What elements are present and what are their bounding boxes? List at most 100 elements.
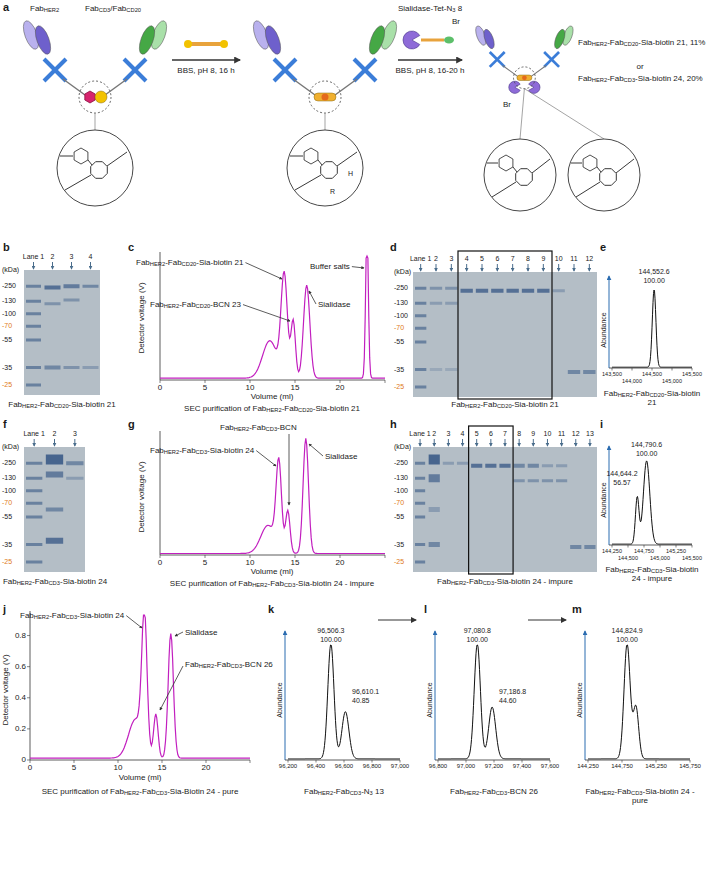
- axis: [160, 380, 385, 381]
- linker-icon: [314, 93, 336, 101]
- peak-mass: 144,824.9: [612, 627, 643, 635]
- bond: [318, 160, 322, 165]
- tick: [385, 555, 386, 558]
- protein-band: [45, 302, 61, 305]
- protein-band: [528, 479, 539, 482]
- atom-label: H: [348, 170, 353, 178]
- tick-label: 10: [114, 763, 123, 772]
- tick-label: 15: [291, 383, 300, 392]
- zoom-circle: [484, 139, 556, 211]
- panel-caption: SEC purification of FabHER2-FabCD3-Sia-b…: [157, 579, 387, 588]
- marker-band: [415, 386, 426, 389]
- axis: [435, 631, 436, 760]
- tick: [522, 760, 523, 763]
- lane-label: 13: [586, 430, 594, 438]
- chromatogram-trace: [160, 256, 385, 378]
- panel-caption: FabHER2-FabCD3-Sia-biotin 24 - impure: [600, 565, 704, 583]
- marker-band: [26, 339, 41, 342]
- lane-label: 7: [503, 430, 507, 438]
- tick-label: 97,000: [457, 763, 475, 770]
- protein-band: [64, 284, 80, 288]
- lane-arrow: [575, 439, 576, 446]
- bond: [597, 167, 601, 172]
- tick-label: 97,400: [513, 763, 531, 770]
- mw-marker: -250: [394, 459, 408, 467]
- tick: [632, 368, 633, 371]
- lane-arrow: [434, 439, 435, 446]
- axis: [160, 555, 385, 556]
- lane-label: 2: [53, 430, 57, 438]
- tick-label: 0.6: [15, 662, 26, 671]
- protein-band: [570, 545, 581, 549]
- zoom-circle: [57, 130, 133, 206]
- tick-label: 15: [291, 558, 300, 567]
- peak-label: FabHER2-FabCD3-BCN 26: [185, 660, 273, 669]
- protein-band: [556, 479, 567, 482]
- protein-band: [584, 545, 595, 549]
- tick: [344, 760, 345, 763]
- linker: [293, 79, 315, 95]
- protein-band: [514, 464, 525, 468]
- tick-label: 10: [246, 558, 255, 567]
- tick: [160, 380, 161, 383]
- protein-band: [46, 455, 63, 465]
- lane-label: 3: [446, 430, 450, 438]
- tick: [295, 555, 296, 558]
- lane-label: 11: [570, 255, 577, 263]
- tick-label: 15: [158, 763, 167, 772]
- step-arrow: [528, 619, 566, 620]
- tick: [588, 760, 589, 763]
- ring-structure: [516, 169, 533, 186]
- mw-marker: -100: [394, 487, 408, 495]
- panel-letter: h: [390, 418, 397, 431]
- glycan-hinge: [490, 52, 505, 67]
- fab-domain: [482, 28, 497, 50]
- peak-abundance: 100.00: [643, 277, 664, 285]
- protein-band: [46, 538, 63, 544]
- lane-label: Lane 1: [410, 255, 431, 263]
- marker-band: [415, 489, 425, 492]
- leader-arrow: [126, 616, 142, 628]
- mw-marker: -25: [394, 383, 404, 391]
- connector-word: or: [636, 62, 643, 71]
- marker-band: [415, 561, 425, 564]
- peak-abundance: 100.00: [636, 450, 657, 458]
- panel-caption: FabHER2-FabCD20-Sia-biotin 21: [600, 389, 704, 407]
- peak-mass: 97,080.8: [464, 627, 491, 635]
- lane-arrow: [436, 264, 437, 271]
- protein-band: [64, 299, 80, 302]
- lane-arrow: [558, 264, 559, 271]
- protein-band: [445, 287, 457, 290]
- protein-band: [542, 464, 553, 467]
- axis-title: Volume (ml): [251, 567, 294, 576]
- lane-arrow: [490, 439, 491, 446]
- panel-caption: FabHER2-FabCD20-Sia-biotin 21: [415, 400, 595, 409]
- lane-arrow: [451, 264, 452, 271]
- tick: [295, 380, 296, 383]
- mw-marker: -55: [2, 336, 12, 344]
- protein-band: [568, 370, 580, 374]
- marker-band: [415, 543, 425, 546]
- mw-marker: -130: [2, 474, 16, 482]
- lane-label: Lane 1: [23, 430, 44, 438]
- marker-band: [26, 561, 42, 564]
- peak-label: Sialidase: [318, 300, 350, 309]
- atom-label: Br: [452, 17, 460, 26]
- peak-abundance: 44.60: [499, 697, 517, 705]
- panel-letter: c: [128, 241, 134, 254]
- tick-label: 0: [22, 755, 26, 764]
- panel-letter: d: [390, 241, 397, 254]
- ring-structure: [321, 162, 338, 179]
- axis: [609, 276, 610, 368]
- protein-band: [522, 289, 534, 293]
- marker-band: [415, 302, 426, 305]
- protein-band: [443, 462, 454, 465]
- peak-abundance: 100.00: [320, 636, 341, 644]
- protein-band: [445, 368, 457, 371]
- lane-label: 2: [432, 430, 436, 438]
- protein-band: [430, 302, 442, 305]
- spectrum-trace: [288, 645, 400, 759]
- tick-label: 144,250: [577, 763, 599, 770]
- tick: [652, 368, 653, 371]
- panel-letter: b: [3, 241, 10, 254]
